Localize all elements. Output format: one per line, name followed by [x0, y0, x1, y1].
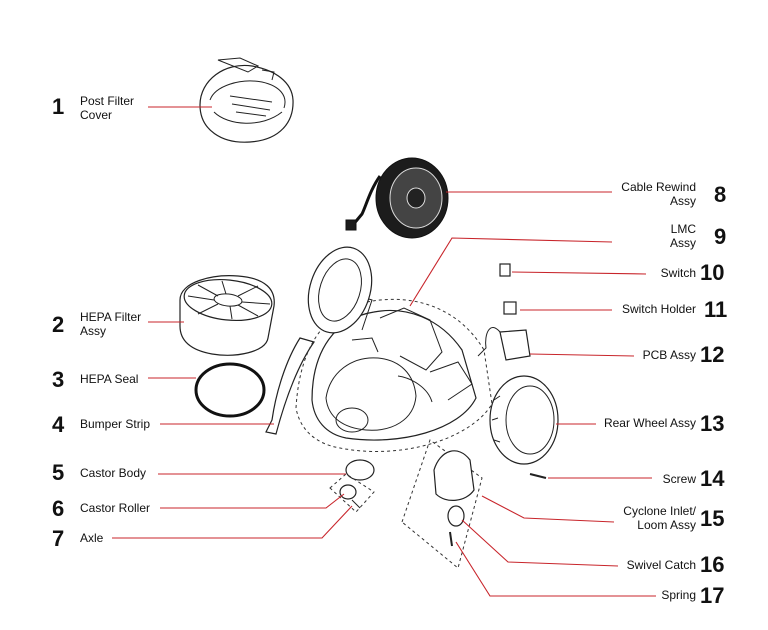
part-label-castor-body: Castor Body [80, 466, 147, 480]
part-label-hepa-seal: HEPA Seal [80, 372, 139, 386]
part-number-1: 1 [52, 94, 65, 119]
part-number-7: 7 [52, 526, 65, 551]
part-label-bumper-strip: Bumper Strip [80, 417, 151, 431]
part-number-9: 9 [714, 224, 727, 249]
part-label-switch-holder: Switch Holder [621, 302, 696, 316]
part-label-spring: Spring [661, 588, 696, 602]
part-label-cyclone-inlet-loom-assy: Cyclone Inlet/ Loom Assy [623, 504, 696, 532]
part-number-8: 8 [714, 182, 727, 207]
part-label-axle: Axle [80, 531, 104, 545]
part-number-13: 13 [700, 411, 725, 436]
post-filter-cover-drawing [199, 57, 294, 143]
part-number-6: 6 [52, 496, 65, 521]
pcb-drawing [477, 326, 531, 361]
hepa-seal-drawing [194, 362, 266, 418]
part-number-5: 5 [52, 460, 65, 485]
part-label-pcb-assy: PCB Assy [642, 348, 696, 362]
part-number-10: 10 [700, 260, 725, 285]
rear-wheel-drawing [489, 375, 559, 465]
hepa-filter-drawing [179, 275, 275, 356]
part-label-switch: Switch [660, 266, 696, 280]
cyclone-inlet-drawing [401, 439, 483, 569]
left-wheel-drawing [307, 246, 373, 334]
screw-drawing [529, 473, 547, 479]
leader-lines [112, 106, 656, 597]
part-number-14: 14 [700, 466, 725, 491]
bumper-strip-drawing [265, 337, 315, 435]
part-number-15: 15 [700, 506, 725, 531]
part-number-12: 12 [700, 342, 725, 367]
part-label-cable-rewind-assy: Cable Rewind Assy [621, 180, 696, 208]
switch-drawing [499, 263, 511, 277]
part-label-swivel-catch: Swivel Catch [626, 558, 696, 572]
part-number-17: 17 [700, 583, 725, 608]
part-number-2: 2 [52, 312, 65, 337]
part-label-screw: Screw [662, 472, 696, 486]
part-number-4: 4 [52, 412, 65, 437]
part-number-16: 16 [700, 552, 725, 577]
part-number-3: 3 [52, 367, 65, 392]
castor-drawing [329, 459, 375, 513]
switch-holder-drawing [503, 301, 517, 315]
part-label-post-filter-cover: Post Filter Cover [80, 94, 135, 122]
part-label-rear-wheel-assy: Rear Wheel Assy [603, 416, 696, 430]
cable-rewind-drawing [345, 157, 449, 239]
part-label-lmc-assy: LMC Assy [669, 222, 696, 250]
part-label-castor-roller: Castor Roller [80, 501, 151, 515]
part-number-11: 11 [704, 297, 728, 322]
part-label-hepa-filter-assy: HEPA Filter Assy [80, 310, 142, 338]
